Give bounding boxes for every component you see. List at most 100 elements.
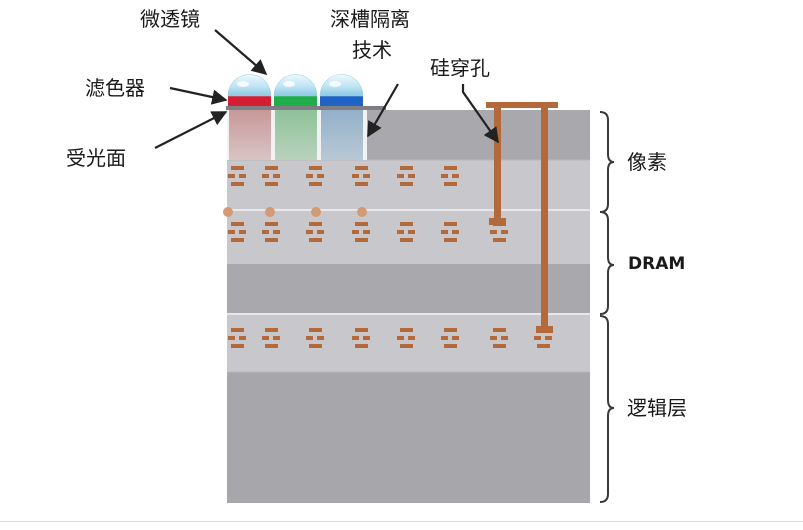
hybrid-bond-pad [357,207,367,217]
dram-wiring-cell [355,222,368,226]
dti-trench [317,110,321,160]
pixel-wiring-cell [363,174,370,178]
logic-wiring-cell [309,344,322,348]
layer-stack [227,110,590,503]
microlens-array [227,74,364,97]
lens-highlight [283,81,295,87]
logic-wiring-cell [400,328,413,332]
pixel-wiring-cell [444,166,457,170]
photosurface-label: 受光面 [66,146,126,170]
logic-wiring-cell [400,344,413,348]
tsv-label: 硅穿孔 [430,56,490,80]
microlens-label: 微透镜 [140,7,200,31]
logic-wiring-cell [441,336,448,340]
logic-wiring-cell [452,336,459,340]
logic-wiring-cell [490,336,497,340]
dram-wiring-cell [441,230,448,234]
pixel-wiring-cell [397,174,404,178]
pixel-wiring-cell [352,174,359,178]
pixel-wiring-cell [239,174,246,178]
logic-wiring-cell [309,328,322,332]
hybrid-bond-pad [311,207,321,217]
logic-wiring-cell [273,336,280,340]
pixel-wiring-cell [309,182,322,186]
lens-highlight [329,81,341,87]
pixel-wiring-cell [355,166,368,170]
layer-braces [599,111,615,503]
pixel-wiring-cell [306,174,313,178]
pixel-wiring-cell [228,174,235,178]
pixel-wiring-cell [262,174,269,178]
filter-red [228,96,271,106]
logic-wiring-cell [231,344,244,348]
dram-layer-top [227,210,590,264]
dram-wiring-cell [355,238,368,242]
pixel-wiring-cell [309,166,322,170]
microlens-arrow [214,29,268,76]
photosurface-arrow [154,111,228,149]
logic-wiring-cell [228,336,235,340]
dram-wiring-cell [493,238,506,242]
pixel-wiring-cell [231,166,244,170]
dram-wiring-cell [231,238,244,242]
logic-wiring-cell [265,328,278,332]
logic-wiring-cell [444,344,457,348]
color-filter-array [226,96,386,110]
bottom-divider [0,521,803,522]
pixel-wiring-cell [231,182,244,186]
logic-wiring-cell [408,336,415,340]
logic-wiring-cell [534,336,541,340]
tsv-top-bar [486,102,558,108]
dram-wiring-cell [444,222,457,226]
photodiode-blue [321,110,363,160]
pixel-wiring-cell [273,174,280,178]
pixel-wiring-cell [441,174,448,178]
dram-wiring-cell [352,230,359,234]
dti-label-line1: 深槽隔离 [330,7,410,31]
logic-wiring-cell [355,328,368,332]
pixel-wiring-cell [317,174,324,178]
dti-trench [271,110,275,160]
logic-layer-label: 逻辑层 [627,396,687,420]
photodiode-green [275,110,317,160]
logic-wiring-cell [355,344,368,348]
dram-wiring-cell [265,222,278,226]
logic-wiring-cell [493,344,506,348]
microlens [227,74,272,97]
photodiode-red [229,110,271,160]
pixel-wiring-cell [265,182,278,186]
tsv-via-long-pad [536,326,553,333]
dram-wiring-cell [239,230,246,234]
microlens [273,74,318,97]
filter-base [226,106,386,110]
logic-wiring-cell [352,336,359,340]
filter-green [274,96,317,106]
hybrid-bond-pad [223,207,233,217]
dram-wiring-cell [262,230,269,234]
dram-wiring-cell [363,230,370,234]
hybrid-bond-pad [265,207,275,217]
dram-wiring-cell [309,222,322,226]
filter-blue [320,96,363,106]
lens-highlight [237,81,249,87]
pixel-wiring-cell [400,182,413,186]
dram-wiring-cell [317,230,324,234]
logic-wiring-cell [501,336,508,340]
dram-wiring-cell [231,222,244,226]
microlens [319,74,364,97]
dram-wiring-cell [273,230,280,234]
dram-wiring-cell [306,230,313,234]
pixel-wiring-cell [408,174,415,178]
dti-trench [363,110,367,160]
pixel-wiring-cell [452,174,459,178]
dram-wiring-cell [265,238,278,242]
tsv-arrow [461,84,499,144]
logic-wiring-cell [493,328,506,332]
pixel-layer-label: 像素 [627,150,667,174]
logic-wiring-cell [262,336,269,340]
pixel-wiring-cell [444,182,457,186]
tsv-via-long [541,104,548,330]
dram-wiring-cell [408,230,415,234]
